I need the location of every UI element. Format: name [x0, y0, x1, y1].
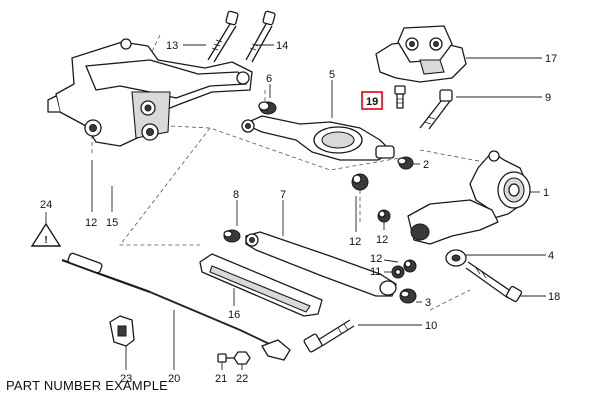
- label-11[interactable]: 11: [370, 266, 381, 278]
- screw-21: [217, 353, 236, 363]
- wheel-carrier-1: [469, 150, 531, 219]
- highlight-box-19: [361, 91, 383, 110]
- control-arm-5: [241, 115, 395, 161]
- part-labels: 13 14 6 5 17 19 9 1 2 3 4 18 10 8 7 16 1…: [40, 40, 560, 385]
- label-6[interactable]: 6: [266, 73, 272, 85]
- bolt-14: [245, 10, 276, 63]
- bushing-3: [399, 288, 417, 304]
- alignment-lines: [91, 34, 501, 311]
- rear-subframe: [47, 38, 253, 147]
- label-18[interactable]: 18: [548, 291, 560, 303]
- leader-lines: [45, 44, 546, 370]
- label-10[interactable]: 10: [425, 320, 437, 332]
- cable-20: [61, 252, 291, 361]
- bolt-19: [394, 85, 406, 109]
- label-16[interactable]: 16: [228, 309, 240, 321]
- label-21[interactable]: 21: [215, 373, 227, 385]
- part-number-example-caption: PART NUMBER EXAMPLE: [6, 378, 169, 393]
- warning-triangle-icon: !: [30, 222, 62, 247]
- label-19[interactable]: 19: [366, 96, 378, 108]
- label-8[interactable]: 8: [233, 189, 239, 201]
- label-3[interactable]: 3: [425, 297, 431, 309]
- label-20[interactable]: 20: [168, 373, 180, 385]
- label-12-right-upper[interactable]: 12: [376, 234, 388, 246]
- label-1[interactable]: 1: [543, 187, 549, 199]
- bushing-2: [397, 156, 414, 170]
- bushing-6: [258, 101, 277, 115]
- bushing-12-mid: [351, 173, 369, 191]
- bushing-12-right: [377, 209, 417, 273]
- label-12-right-lower[interactable]: 12: [370, 253, 382, 265]
- label-22[interactable]: 22: [236, 373, 248, 385]
- label-24[interactable]: 24: [40, 199, 52, 211]
- label-4[interactable]: 4: [548, 250, 554, 262]
- nut-22: [233, 351, 251, 365]
- mount-17: [375, 25, 467, 83]
- clip-23: [109, 315, 135, 347]
- washer-11: [391, 265, 405, 279]
- label-23[interactable]: 23: [120, 373, 132, 385]
- label-17[interactable]: 17: [545, 53, 557, 65]
- label-12-mid[interactable]: 12: [349, 236, 361, 248]
- label-13[interactable]: 13: [166, 40, 178, 52]
- bolt-13: [207, 10, 239, 63]
- label-15[interactable]: 15: [106, 217, 118, 229]
- bolt-9: [419, 89, 453, 130]
- label-14[interactable]: 14: [276, 40, 288, 52]
- thrust-arm-7: [245, 231, 397, 297]
- bolt-18: [465, 261, 523, 303]
- cover-16: [199, 253, 323, 317]
- label-9[interactable]: 9: [545, 92, 551, 104]
- bushing-8: [223, 229, 241, 243]
- label-12-left[interactable]: 12: [85, 217, 97, 229]
- lower-arm-4: [407, 199, 499, 267]
- label-5[interactable]: 5: [329, 69, 335, 81]
- label-2[interactable]: 2: [423, 159, 429, 171]
- warning-symbol: !: [44, 235, 47, 246]
- label-7[interactable]: 7: [280, 189, 286, 201]
- bolt-10: [303, 319, 355, 353]
